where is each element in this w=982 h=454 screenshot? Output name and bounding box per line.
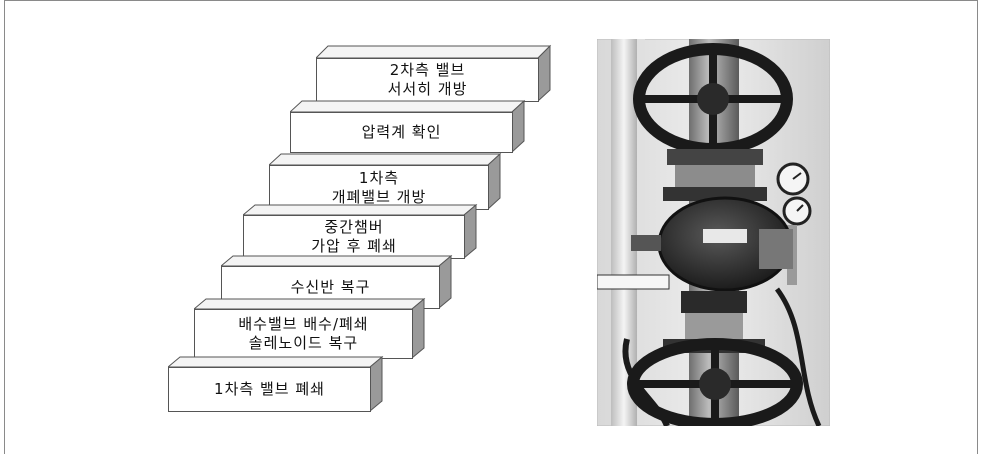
step-label: 중간챔버 가압 후 폐쇄 (243, 215, 465, 259)
step-label: 배수밸브 배수/폐쇄 솔레노이드 복구 (194, 309, 413, 359)
step-7-3d-faces (168, 355, 384, 412)
step-7: 1차측 밸브 폐쇄 (168, 355, 384, 412)
step-2: 압력계 확인 (290, 99, 526, 153)
step-3: 1차측 개폐밸브 개방 (269, 152, 502, 210)
step-label: 1차측 개폐밸브 개방 (269, 165, 489, 210)
step-label: 2차측 밸브 서서히 개방 (316, 58, 539, 102)
step-1: 2차측 밸브 서서히 개방 (316, 44, 552, 102)
step-4: 중간챔버 가압 후 폐쇄 (243, 203, 478, 259)
step-label: 압력계 확인 (290, 112, 513, 153)
valve-photo (597, 39, 830, 426)
step-2-3d-faces (290, 99, 526, 153)
figure-frame (4, 0, 978, 454)
step-3-3d-faces (269, 152, 502, 210)
step-label: 1차측 밸브 폐쇄 (168, 367, 371, 412)
step-6: 배수밸브 배수/폐쇄 솔레노이드 복구 (194, 297, 426, 359)
step-1-3d-faces (316, 44, 552, 102)
